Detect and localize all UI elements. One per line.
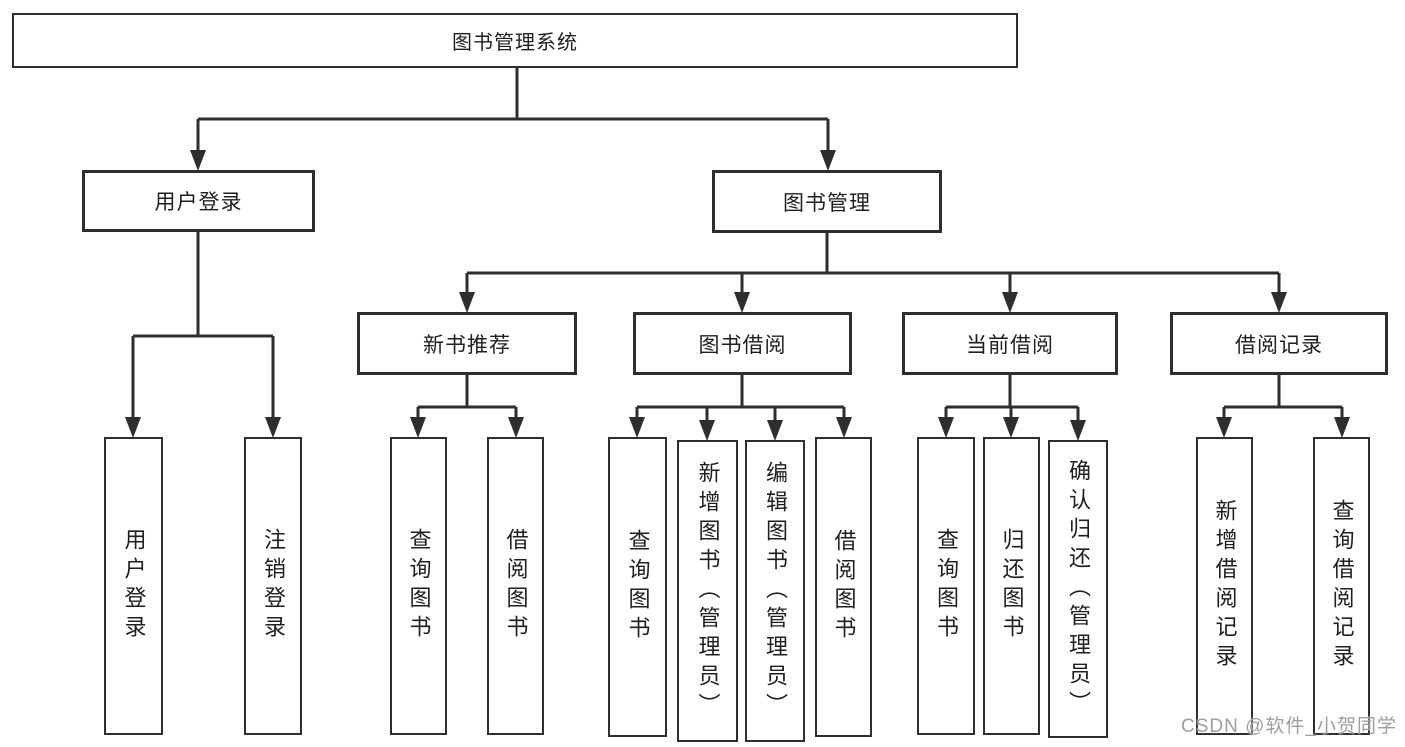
node-current-borrow: 当前借阅: [902, 312, 1118, 375]
node-borrow-records: 借阅记录: [1170, 312, 1388, 375]
arrowheads: [125, 150, 1350, 441]
leaf-confirm-return-admin: 确认归还（管理员）: [1048, 440, 1108, 738]
leaf-query-borrow-record-label: 查询借阅记录: [1329, 499, 1355, 673]
leaf-borrow-books-2-label: 借阅图书: [831, 529, 857, 645]
leaf-return-book: 归还图书: [983, 437, 1040, 735]
node-user-login-label: 用户登录: [154, 191, 243, 214]
leaf-confirm-return-admin-label: 确认归还（管理员）: [1066, 458, 1091, 720]
leaf-borrow-books-1: 借阅图书: [487, 437, 544, 735]
node-book-borrow: 图书借阅: [633, 312, 852, 375]
node-new-book-recommend: 新书推荐: [357, 312, 577, 375]
leaf-borrow-books-2: 借阅图书: [815, 437, 872, 737]
leaf-user-login: 用户登录: [104, 437, 163, 735]
leaf-add-book-admin-label: 新增图书（管理员）: [695, 460, 721, 722]
leaf-query-books-1-label: 查询图书: [406, 528, 432, 644]
node-user-login: 用户登录: [82, 170, 315, 232]
connector-root-to-level2: [196, 68, 830, 152]
leaf-query-books-3: 查询图书: [917, 437, 975, 735]
leaf-add-borrow-record: 新增借阅记录: [1196, 437, 1253, 735]
connector-current-borrow-to-leaves: [944, 375, 1080, 421]
leaf-return-book-label: 归还图书: [999, 528, 1025, 644]
leaf-borrow-books-1-label: 借阅图书: [503, 528, 529, 644]
node-book-management: 图书管理: [712, 170, 942, 233]
leaf-query-books-1: 查询图书: [390, 437, 447, 735]
leaf-edit-book-admin-label: 编辑图书（管理员）: [763, 460, 788, 722]
leaf-query-books-3-label: 查询图书: [934, 528, 959, 644]
node-book-management-label: 图书管理: [783, 191, 871, 215]
connector-borrow-record-to-leaves: [1222, 375, 1344, 419]
node-library-system: 图书管理系统: [12, 13, 1018, 68]
leaf-query-books-2-label: 查询图书: [625, 529, 651, 645]
node-library-system-label: 图书管理系统: [452, 32, 578, 54]
node-new-book-recommend-label: 新书推荐: [423, 333, 511, 357]
leaf-logout-label: 注销登录: [261, 528, 286, 644]
leaf-query-books-2: 查询图书: [608, 437, 667, 737]
leaf-edit-book-admin: 编辑图书（管理员）: [745, 440, 805, 742]
leaf-query-borrow-record: 查询借阅记录: [1313, 437, 1370, 735]
connector-new-book-to-leaves: [416, 375, 518, 419]
node-borrow-records-label: 借阅记录: [1235, 333, 1323, 357]
connector-book-borrow-to-leaves: [635, 375, 846, 421]
node-book-borrow-label: 图书借阅: [698, 333, 787, 357]
leaf-add-book-admin: 新增图书（管理员）: [677, 440, 738, 742]
leaf-add-borrow-record-label: 新增借阅记录: [1212, 499, 1238, 673]
node-current-borrow-label: 当前借阅: [966, 333, 1054, 357]
leaf-user-login-label: 用户登录: [121, 528, 147, 644]
connector-user-login-to-leaves: [131, 232, 275, 419]
connector-book-management-to-level3: [465, 233, 1281, 294]
leaf-logout: 注销登录: [244, 437, 302, 735]
csdn-watermark: CSDN @软件_小贺同学: [1181, 716, 1397, 737]
